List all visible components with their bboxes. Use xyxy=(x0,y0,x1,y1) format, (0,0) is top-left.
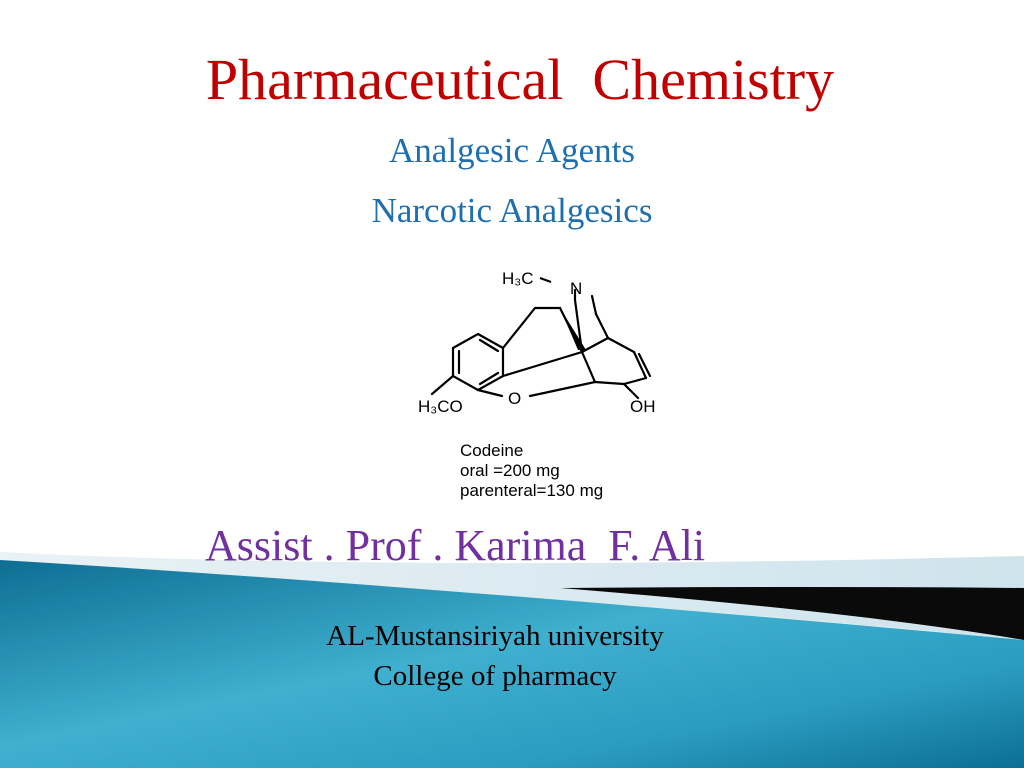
university-name: AL-Mustansiriyah university xyxy=(326,620,664,652)
hydroxyl-label: OH xyxy=(630,397,656,416)
dark-band xyxy=(560,587,1024,640)
teal-band xyxy=(0,560,1024,768)
caption-oral-dose: oral =200 mg xyxy=(460,461,560,480)
college-name: College of pharmacy xyxy=(373,660,617,692)
methoxy-label: H₃CO xyxy=(418,397,463,416)
subtitle-analgesic-agents: Analgesic Agents xyxy=(389,131,635,170)
wedge-bond xyxy=(560,308,586,350)
caption-name: Codeine xyxy=(460,441,523,460)
subtitle-narcotic-analgesics: Narcotic Analgesics xyxy=(371,191,653,230)
nitrogen-label: N xyxy=(570,279,582,298)
caption-parenteral-dose: parenteral=130 mg xyxy=(460,481,603,500)
n-methyl-label: H₃C xyxy=(502,269,533,288)
light-band xyxy=(0,552,1024,640)
slide-title: Pharmaceutical Chemistry xyxy=(205,47,835,112)
codeine-structure: H₃C N O H₃CO OH Codeine oral =200 mg par… xyxy=(418,269,656,500)
author-name: Assist . Prof . Karima F. Ali xyxy=(205,521,706,570)
ring-oxygen-label: O xyxy=(508,389,521,408)
